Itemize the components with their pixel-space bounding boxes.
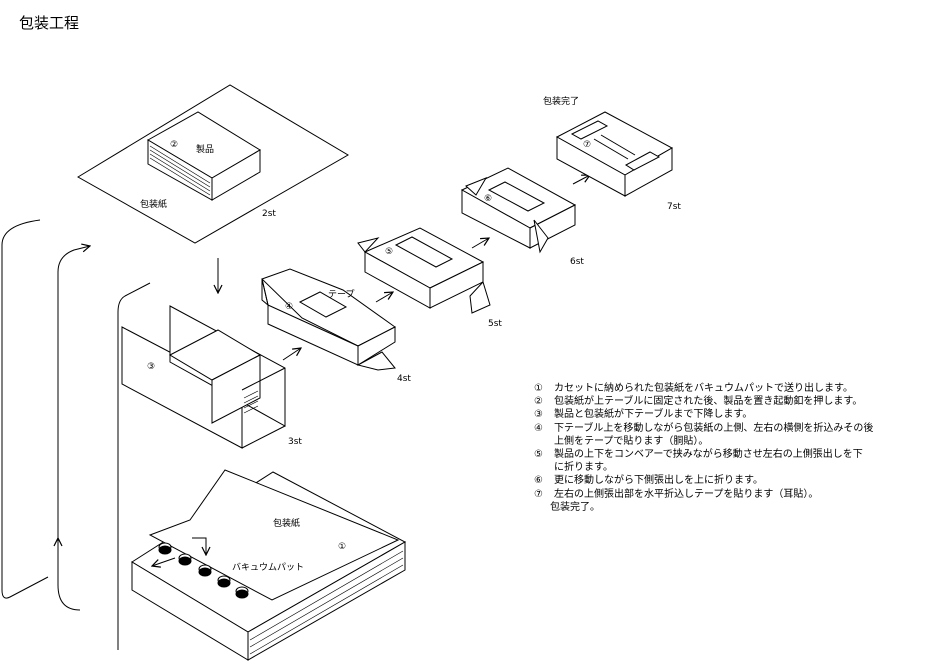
step-text-line: 下テーブル上を移動しながら包装紙の上側、左右の横側を折込みその後 (554, 422, 874, 434)
step-number: ⑥ (534, 475, 543, 487)
step-text-line: 包装紙が上テーブルに固定された後、製品を置き起動釦を押します。 (554, 396, 863, 408)
completion-label: 包装完了 (543, 95, 579, 107)
step-number: ④ (534, 422, 543, 434)
step-number: ⑤ (534, 449, 543, 461)
return-arrow (58, 246, 90, 611)
step-text-line: 上側をテープで貼ります（胴貼）。 (554, 435, 709, 447)
step-text: 更に移動しながら下側張出しを上に折ります。 (554, 474, 763, 487)
page-title: 包装工程 (19, 14, 80, 32)
marker-6: ⑥ (484, 194, 492, 204)
steps-list: ① カセットに納められた包装紙をバキュウムパットで送り出します。 ② 包装紙が上テーブ… (534, 382, 873, 501)
marker-7: ⑦ (583, 140, 591, 150)
product-label: 製品 (196, 143, 214, 155)
marker-5: ⑤ (385, 247, 393, 257)
wrap-paper-label-bottom: 包装紙 (273, 517, 300, 529)
step-number: ⑦ (534, 488, 543, 500)
step-text: 左右の上側張出部を水平折込しテープを貼ります（耳貼）。 (554, 488, 818, 501)
station-label-7: 7st (667, 202, 681, 212)
station-6-fold (460, 167, 577, 254)
loop-outline (1, 219, 151, 650)
station-5-fold (357, 227, 491, 314)
step-number: ③ (534, 409, 543, 421)
station-label-4: 4st (397, 374, 411, 384)
station-3-fold (121, 305, 286, 449)
step-text: カセットに納められた包装紙をバキュウムパットで送り出します。 (554, 382, 853, 395)
wrap-paper-label-top: 包装紙 (140, 198, 167, 210)
step-text-line: 製品の上下をコンベアーで挟みながら移動させ左右の上側張出しを下 (554, 449, 863, 461)
step-text: 包装紙が上テーブルに固定された後、製品を置き起動釦を押します。 (554, 395, 862, 408)
station-2-paper-product (77, 84, 349, 244)
step-item: ⑥ 更に移動しながら下側張出しを上に折ります。 (534, 474, 873, 487)
station-4-tape (261, 268, 396, 371)
step-item: ⑦ 左右の上側張出部を水平折込しテープを貼ります（耳貼）。 (534, 488, 873, 501)
station-label-2: 2st (262, 209, 276, 219)
step-item: ④ 下テーブル上を移動しながら包装紙の上側、左右の横側を折込みその後上側をテープで… (534, 422, 873, 448)
step-text: 下テーブル上を移動しながら包装紙の上側、左右の横側を折込みその後上側をテープで貼… (554, 422, 873, 448)
marker-3: ③ (147, 362, 155, 372)
process-steps: ① カセットに納められた包装紙をバキュウムパットで送り出します。 ② 包装紙が上テーブ… (534, 382, 873, 514)
marker-2: ② (170, 140, 178, 150)
step-item: ② 包装紙が上テーブルに固定された後、製品を置き起動釦を押します。 (534, 395, 873, 408)
station-1-cassette (131, 469, 407, 661)
step-number: ② (534, 396, 543, 408)
step-text-line: 左右の上側張出部を水平折込しテープを貼ります（耳貼）。 (554, 488, 819, 500)
step-text-line: 更に移動しながら下側張出しを上に折ります。 (554, 475, 763, 487)
arrow-3-4 (282, 348, 301, 361)
step-number: ① (534, 383, 543, 394)
step-item: ③ 製品と包装紙が下テーブルまで下降します。 (534, 408, 873, 421)
step-text: 製品と包装紙が下テーブルまで下降します。 (554, 408, 752, 421)
step-text-line: に折ります。 (554, 462, 613, 474)
step-text-line: カセットに納められた包装紙をバキュウムパットで送り出します。 (554, 383, 853, 394)
step-text-line: 製品と包装紙が下テーブルまで下降します。 (554, 409, 753, 421)
vacuum-pad-label: バキュウムパット (232, 562, 304, 573)
station-label-6: 6st (570, 257, 584, 267)
vacuum-pad-icons (158, 542, 249, 599)
marker-4: ④ (285, 302, 293, 312)
station-label-5: 5st (488, 319, 502, 329)
arrow-6-7 (572, 175, 590, 185)
station-7-complete (555, 111, 674, 197)
arrow-5-6 (471, 238, 489, 249)
step-text: 製品の上下をコンベアーで挟みながら移動させ左右の上側張出しを下に折ります。 (554, 448, 863, 474)
marker-1: ① (338, 542, 346, 552)
step-item: ① カセットに納められた包装紙をバキュウムパットで送り出します。 (534, 382, 873, 395)
step-item: ⑤ 製品の上下をコンベアーで挟みながら移動させ左右の上側張出しを下に折ります。 (534, 448, 873, 474)
station-label-3: 3st (288, 437, 302, 447)
tape-label: テープ (328, 289, 354, 300)
arrow-4-5 (375, 292, 393, 303)
steps-tail: 包装完了。 (550, 501, 600, 513)
